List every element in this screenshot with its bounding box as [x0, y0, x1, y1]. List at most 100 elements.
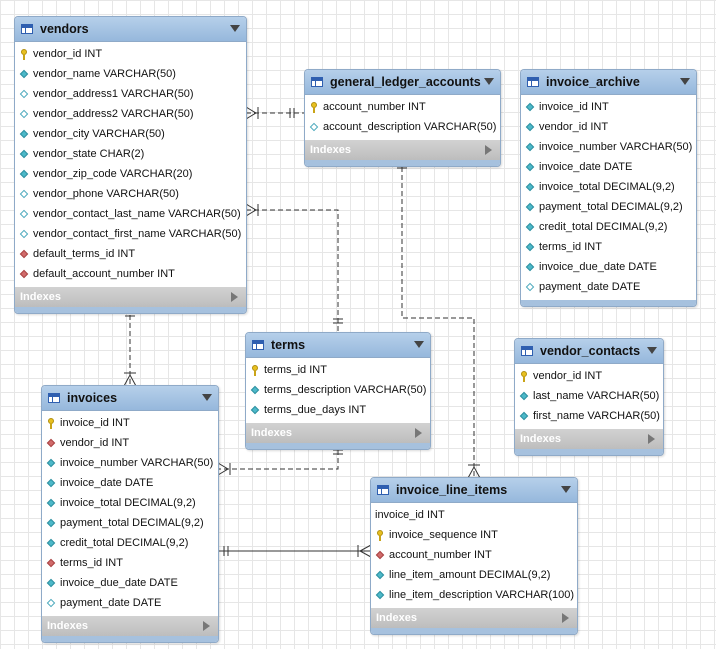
column-row[interactable]: vendor_address2 VARCHAR(50)	[15, 104, 246, 124]
column-row[interactable]: vendor_zip_code VARCHAR(20)	[15, 164, 246, 184]
column-row[interactable]: terms_id INT	[42, 553, 218, 573]
expand-arrow-icon[interactable]	[231, 292, 238, 302]
column-row[interactable]: last_name VARCHAR(50)	[515, 386, 663, 406]
column-row[interactable]: account_number INT	[371, 545, 577, 565]
chevron-down-icon[interactable]	[680, 78, 690, 85]
column-row[interactable]: invoice_id INT	[42, 413, 218, 433]
column-row[interactable]: first_name VARCHAR(50)	[515, 406, 663, 426]
column-row[interactable]: invoice_total DECIMAL(9,2)	[521, 177, 696, 197]
column-diamond-icon	[525, 142, 535, 152]
nullable-column-icon	[309, 122, 319, 132]
table-name: invoice_archive	[546, 75, 640, 89]
column-row[interactable]: credit_total DECIMAL(9,2)	[521, 217, 696, 237]
column-row[interactable]: payment_date DATE	[42, 593, 218, 613]
table-header[interactable]: vendors	[15, 17, 246, 42]
indexes-bar[interactable]: Indexes	[42, 616, 218, 636]
rel-vendors-general-ledger[interactable]	[245, 106, 305, 120]
chevron-down-icon[interactable]	[202, 394, 212, 401]
column-row[interactable]: vendor_address1 VARCHAR(50)	[15, 84, 246, 104]
column-row[interactable]: vendor_state CHAR(2)	[15, 144, 246, 164]
column-row[interactable]: invoice_number VARCHAR(50)	[42, 453, 218, 473]
column-row[interactable]: vendor_id INT	[515, 366, 663, 386]
chevron-down-icon[interactable]	[647, 347, 657, 354]
column-row[interactable]: vendor_id INT	[521, 117, 696, 137]
table-icon	[521, 346, 533, 356]
primary-key-icon	[19, 49, 29, 60]
rel-invoices-line-items[interactable]	[218, 544, 372, 558]
column-row[interactable]: account_number INT	[305, 97, 500, 117]
indexes-label: Indexes	[20, 291, 61, 303]
table-general-ledger-accounts[interactable]: general_ledger_accounts account_number I…	[304, 69, 501, 167]
chevron-down-icon[interactable]	[414, 341, 424, 348]
column-row[interactable]: vendor_city VARCHAR(50)	[15, 124, 246, 144]
table-header[interactable]: terms	[246, 333, 430, 358]
column-row[interactable]: vendor_id INT	[42, 433, 218, 453]
column-row[interactable]: vendor_phone VARCHAR(50)	[15, 184, 246, 204]
column-row[interactable]: account_description VARCHAR(50)	[305, 117, 500, 137]
column-row[interactable]: terms_due_days INT	[246, 400, 430, 420]
column-row[interactable]: invoice_id INT	[371, 505, 577, 525]
indexes-bar[interactable]: Indexes	[371, 608, 577, 628]
column-row[interactable]: vendor_contact_last_name VARCHAR(50)	[15, 204, 246, 224]
column-label: vendor_id INT	[539, 121, 609, 133]
column-row[interactable]: default_account_number INT	[15, 264, 246, 284]
column-row[interactable]: line_item_amount DECIMAL(9,2)	[371, 565, 577, 585]
column-diamond-icon	[525, 242, 535, 252]
column-row[interactable]: invoice_due_date DATE	[521, 257, 696, 277]
column-row[interactable]: payment_date DATE	[521, 277, 696, 297]
indexes-bar[interactable]: Indexes	[15, 287, 246, 307]
column-row[interactable]: invoice_total DECIMAL(9,2)	[42, 493, 218, 513]
column-label: invoice_total DECIMAL(9,2)	[539, 181, 675, 193]
table-header[interactable]: invoice_archive	[521, 70, 696, 95]
nullable-column-icon	[525, 282, 535, 292]
table-footer	[15, 307, 246, 313]
table-header[interactable]: invoices	[42, 386, 218, 411]
column-row[interactable]: terms_id INT	[246, 360, 430, 380]
indexes-bar[interactable]: Indexes	[305, 140, 500, 160]
table-header[interactable]: general_ledger_accounts	[305, 70, 500, 95]
column-label: account_number INT	[389, 549, 492, 561]
indexes-bar[interactable]: Indexes	[515, 429, 663, 449]
column-diamond-icon	[19, 69, 29, 79]
column-row[interactable]: line_item_description VARCHAR(100)	[371, 585, 577, 605]
table-header[interactable]: invoice_line_items	[371, 478, 577, 503]
rel-vendors-terms[interactable]	[245, 203, 343, 334]
indexes-bar[interactable]: Indexes	[246, 423, 430, 443]
chevron-down-icon[interactable]	[484, 78, 494, 85]
expand-arrow-icon[interactable]	[562, 613, 569, 623]
expand-arrow-icon[interactable]	[415, 428, 422, 438]
column-row[interactable]: invoice_due_date DATE	[42, 573, 218, 593]
chevron-down-icon[interactable]	[230, 25, 240, 32]
column-row[interactable]: vendor_name VARCHAR(50)	[15, 64, 246, 84]
column-row[interactable]: payment_total DECIMAL(9,2)	[521, 197, 696, 217]
rel-vendors-invoices[interactable]	[123, 307, 137, 387]
column-row[interactable]: invoice_date DATE	[521, 157, 696, 177]
column-row[interactable]: terms_id INT	[521, 237, 696, 257]
column-row[interactable]: invoice_number VARCHAR(50)	[521, 137, 696, 157]
column-row[interactable]: vendor_contact_first_name VARCHAR(50)	[15, 224, 246, 244]
column-row[interactable]: terms_description VARCHAR(50)	[246, 380, 430, 400]
column-row[interactable]: credit_total DECIMAL(9,2)	[42, 533, 218, 553]
column-row[interactable]: invoice_sequence INT	[371, 525, 577, 545]
table-invoice-archive[interactable]: invoice_archive invoice_id INT vendor_id …	[520, 69, 697, 307]
column-row[interactable]: default_terms_id INT	[15, 244, 246, 264]
expand-arrow-icon[interactable]	[648, 434, 655, 444]
table-icon	[311, 77, 323, 87]
column-diamond-icon	[250, 405, 260, 415]
table-name: invoice_line_items	[396, 483, 508, 497]
column-row[interactable]: vendor_id INT	[15, 44, 246, 64]
table-header[interactable]: vendor_contacts	[515, 339, 663, 364]
column-row[interactable]: invoice_date DATE	[42, 473, 218, 493]
chevron-down-icon[interactable]	[561, 486, 571, 493]
expand-arrow-icon[interactable]	[485, 145, 492, 155]
column-row[interactable]: invoice_id INT	[521, 97, 696, 117]
expand-arrow-icon[interactable]	[203, 621, 210, 631]
rel-terms-invoices[interactable]	[217, 442, 343, 476]
column-row[interactable]: payment_total DECIMAL(9,2)	[42, 513, 218, 533]
